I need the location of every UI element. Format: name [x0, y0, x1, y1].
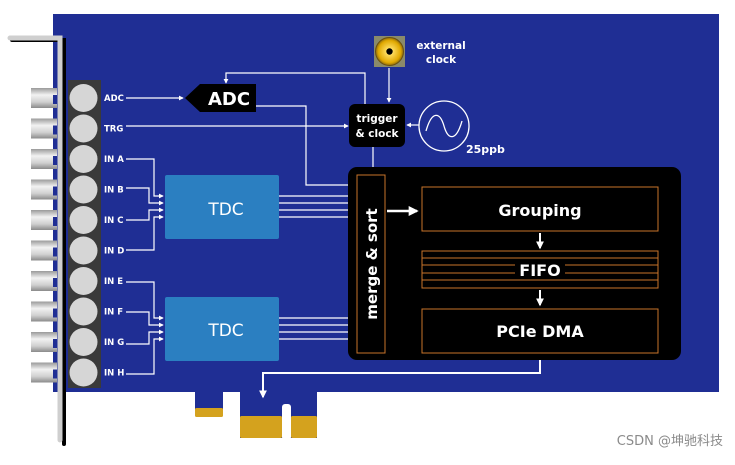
fifo-label: FIFO: [519, 261, 560, 280]
wire-clock-to-adc: [223, 72, 366, 104]
port-label-in-f: IN F: [104, 308, 123, 318]
bnc-connector-adc: [69, 84, 98, 112]
bnc-barrel: [31, 271, 57, 291]
bnc-connector-in-f: [69, 297, 98, 326]
bnc-barrel: [31, 210, 57, 230]
port-label-in-b: IN B: [104, 186, 124, 196]
bnc-connector-in-e: [69, 267, 98, 295]
oscillator-label: 25ppb: [466, 143, 505, 156]
trigger-clock-label-1: trigger: [356, 113, 398, 125]
fpga-region: merge & sort Grouping FIFO PCIe DMA: [348, 167, 681, 360]
bnc-nut: [53, 278, 57, 287]
tdc-bottom-label: TDC: [207, 321, 243, 341]
signal-wires: [126, 68, 541, 399]
bnc-nut: [53, 339, 57, 348]
bnc-barrel: [31, 88, 57, 108]
mounting-bracket: [7, 35, 66, 446]
tdc-block-bottom: TDC: [165, 297, 279, 361]
bnc-connector-in-a: [69, 145, 98, 173]
tdc-top-label: TDC: [207, 200, 243, 220]
port-label-in-d: IN D: [104, 247, 124, 257]
tdc-block-top: TDC: [165, 175, 279, 239]
port-label-in-a: IN A: [104, 155, 124, 165]
bnc-nut: [53, 308, 57, 318]
pcie-gold-contact-2: [240, 416, 282, 438]
wire-pcie-out: [259, 358, 541, 399]
pcie-key-tab: [195, 392, 223, 412]
port-label-in-h: IN H: [104, 369, 124, 379]
trigger-clock-label-2: & clock: [355, 128, 399, 140]
port-label-trg: TRG: [104, 125, 123, 135]
grouping-label: Grouping: [498, 201, 581, 220]
watermark: CSDN @坤驰科技: [616, 434, 723, 449]
bnc-nut: [53, 156, 57, 165]
bnc-barrel: [31, 332, 57, 352]
pcie-key-notch: [282, 404, 291, 440]
bnc-barrel: [31, 118, 57, 139]
pcie-gold-contact-1: [195, 408, 223, 417]
port-label-in-e: IN E: [104, 277, 123, 287]
bnc-connector-column: [31, 80, 101, 388]
fifo-block: FIFO: [421, 250, 659, 289]
bnc-nut: [53, 95, 57, 104]
bnc-barrel: [31, 240, 57, 261]
adc-label: ADC: [208, 89, 250, 110]
external-clock-label-1: external: [416, 40, 465, 52]
bnc-connector-in-h: [69, 358, 98, 387]
pcie-dma-label: PCIe DMA: [496, 322, 584, 341]
external-clock-label-2: clock: [426, 54, 457, 66]
port-label-adc: ADC: [104, 94, 124, 104]
external-clock-connector: [374, 36, 405, 67]
adc-block: ADC: [185, 84, 256, 112]
merge-sort-block: [356, 174, 386, 354]
bnc-nut: [53, 186, 57, 196]
wire-adc-out: [256, 105, 355, 188]
bnc-connector-in-g: [69, 328, 98, 356]
oscillator-icon: [418, 100, 470, 152]
bnc-barrel: [31, 179, 57, 200]
bnc-barrel: [31, 362, 57, 383]
bnc-connector-in-d: [69, 236, 98, 265]
bnc-barrel: [31, 301, 57, 322]
grouping-block: [421, 186, 659, 232]
trigger-clock-block: trigger & clock: [349, 104, 405, 147]
bnc-nut: [53, 217, 57, 226]
bnc-connector-in-b: [69, 175, 98, 204]
bnc-connector-in-c: [69, 206, 98, 234]
port-label-in-c: IN C: [104, 216, 123, 226]
bnc-barrel: [31, 149, 57, 169]
bnc-nut: [53, 125, 57, 135]
bnc-nut: [53, 369, 57, 379]
bnc-nut: [53, 247, 57, 257]
pcie-gold-contact-3: [291, 416, 317, 438]
merge-sort-label: merge & sort: [363, 208, 381, 319]
bnc-connector-trg: [69, 114, 98, 143]
pcie-dma-block: [421, 308, 659, 354]
port-label-in-g: IN G: [104, 338, 124, 348]
